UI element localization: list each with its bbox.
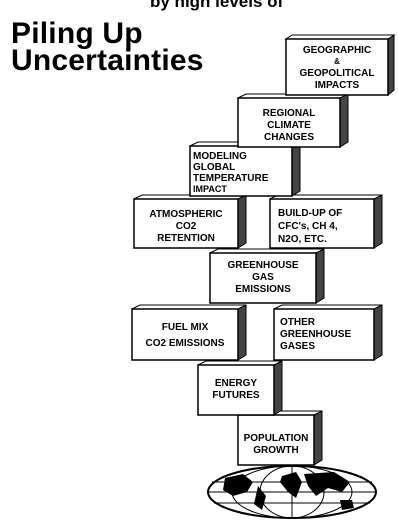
globe-icon [207, 465, 377, 519]
box-greenhouse-line-3: EMISSIONS [235, 284, 291, 295]
box-atmospheric-line-2: CO2 [176, 221, 197, 232]
box-buildup-cfcs: BUILD-UP OF CFC's, CH 4, N2O, ETC. [269, 194, 383, 249]
box-atmospheric-line-3: RETENTION [157, 233, 215, 244]
box-geographic-impacts: GEOGRAPHIC & GEOPOLITICAL IMPACTS [284, 34, 396, 97]
box-modeling-temperature: MODELING GLOBAL TEMPERATURE IMPACT [189, 141, 301, 197]
box-regional-climate: REGIONAL CLIMATE CHANGES [237, 93, 349, 148]
box-atmospheric-co2: ATMOSPHERIC CO2 RETENTION [133, 194, 247, 249]
box-regional-line-3: CHANGES [264, 132, 314, 143]
box-atmospheric-line-1: ATMOSPHERIC [149, 209, 222, 220]
box-other-line-2: GREENHOUSE [280, 329, 351, 340]
box-modeling-line-1: MODELING [193, 151, 247, 162]
box-other-greenhouse: OTHER GREENHOUSE GASES [273, 304, 383, 361]
box-other-line-1: OTHER [280, 317, 316, 328]
box-greenhouse-emissions: GREENHOUSE GAS EMISSIONS [209, 248, 325, 304]
box-regional-line-1: REGIONAL [263, 108, 316, 119]
box-energy-line-1: ENERGY [215, 378, 258, 389]
box-buildup-line-3: N2O, ETC. [278, 234, 327, 245]
box-modeling-line-3: TEMPERATURE [193, 173, 269, 184]
box-population-line-2: GROWTH [253, 445, 299, 456]
title-line-1: Piling Up [11, 17, 143, 50]
box-geographic-line-3: GEOPOLITICAL [300, 68, 375, 79]
box-modeling-line-4: IMPACT [193, 184, 227, 194]
box-energy-line-2: FUTURES [212, 390, 260, 401]
box-geographic-line-2: & [334, 57, 340, 66]
box-fuelmix-line-1: FUEL MIX [162, 322, 209, 333]
title-line-2: Uncertainties [11, 44, 204, 77]
box-fuelmix-line-2: CO2 EMISSIONS [146, 338, 225, 349]
box-other-line-3: GASES [280, 341, 315, 352]
page-title: Piling Up Uncertainties [11, 17, 204, 77]
box-energy-futures: ENERGY FUTURES [197, 360, 283, 416]
box-buildup-line-2: CFC's, CH 4, [278, 221, 338, 232]
box-population-growth: POPULATION GROWTH [237, 410, 323, 466]
box-greenhouse-line-2: GAS [252, 272, 274, 283]
box-population-line-1: POPULATION [244, 433, 309, 444]
box-greenhouse-line-1: GREENHOUSE [227, 260, 298, 271]
box-geographic-line-1: GEOGRAPHIC [303, 45, 371, 56]
box-regional-line-2: CLIMATE [267, 120, 311, 131]
box-buildup-line-1: BUILD-UP OF [278, 208, 342, 219]
box-fuel-mix: FUEL MIX CO2 EMISSIONS [131, 304, 247, 361]
box-modeling-line-2: GLOBAL [193, 162, 235, 173]
box-geographic-line-4: IMPACTS [315, 80, 360, 91]
header-cut-text: by high levels of [150, 0, 284, 11]
